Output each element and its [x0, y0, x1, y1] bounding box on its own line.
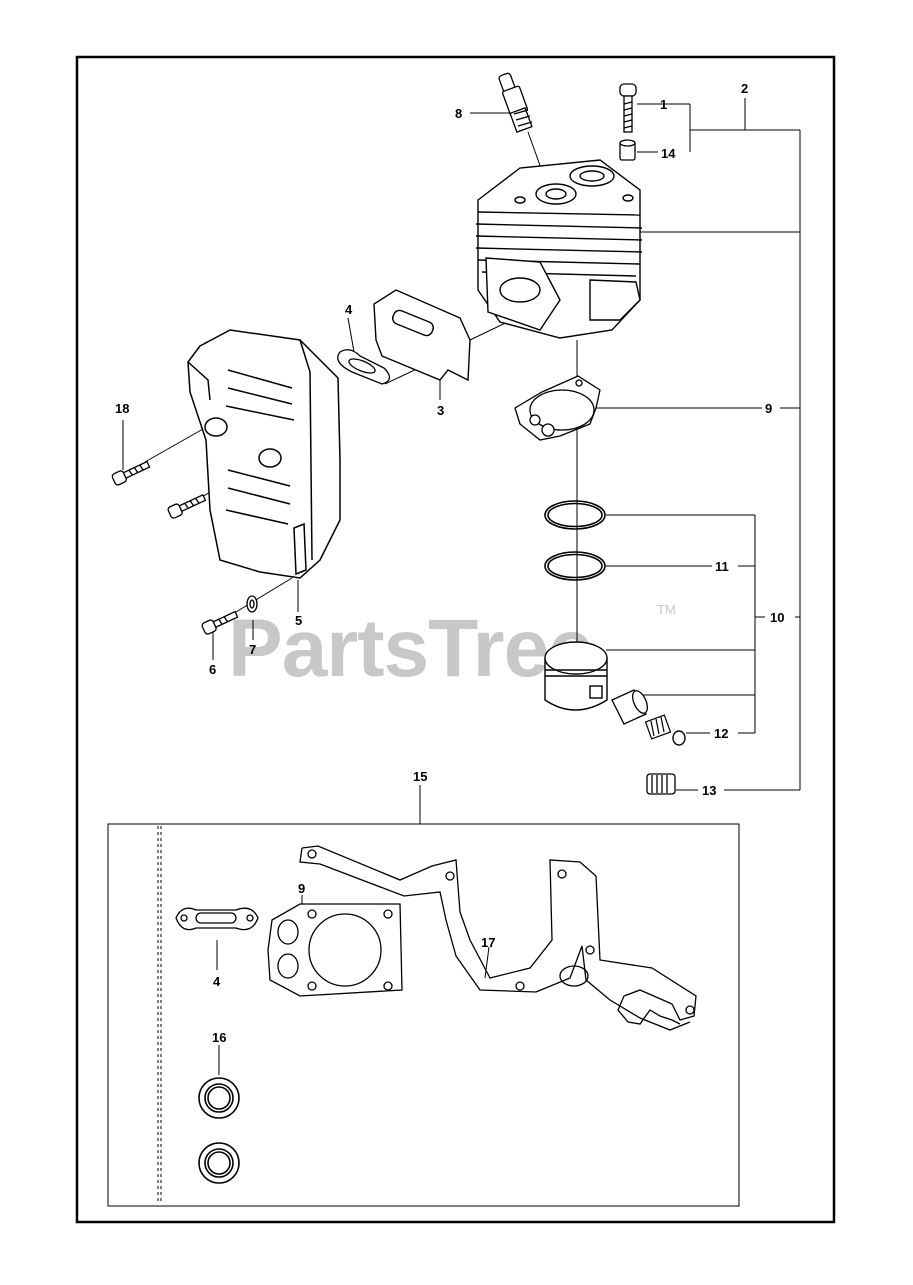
callout-6: 6	[209, 662, 216, 677]
piston-pin	[611, 689, 648, 725]
callouts: 1 2 3 4 5 6 7 8 9 10 11 12 13 14 15 16 1…	[115, 81, 784, 1045]
big-end-bearing	[646, 773, 676, 795]
callout-10: 10	[770, 610, 784, 625]
watermark: PartsTree TM	[228, 602, 676, 694]
cylinder	[475, 159, 643, 339]
cylinder-base-gasket	[514, 375, 601, 441]
watermark-text: PartsTree	[228, 603, 593, 694]
kit-exhaust-gasket	[175, 907, 259, 931]
callout-4: 4	[345, 302, 353, 317]
callout-15: 15	[413, 769, 427, 784]
muffler-bolts	[111, 460, 207, 519]
kit-cylinder-gasket	[267, 903, 403, 997]
callout-5: 5	[295, 613, 302, 628]
gasket-kit-box	[107, 823, 740, 1207]
small-end-bearing	[644, 714, 672, 740]
callout-11: 11	[715, 559, 729, 574]
callout-4-kit: 4	[213, 974, 221, 989]
piston	[544, 641, 608, 711]
callout-7: 7	[249, 642, 256, 657]
kit-crankcase-gasket	[299, 845, 697, 1031]
callout-1: 1	[660, 97, 667, 112]
piston-circlip	[672, 730, 686, 746]
callout-9: 9	[765, 401, 772, 416]
muffler-washer	[246, 595, 258, 613]
bolt-bushing	[619, 139, 636, 161]
callout-2: 2	[741, 81, 748, 96]
callout-8: 8	[455, 106, 462, 121]
outer-frame	[75, 55, 836, 1224]
muffler	[187, 329, 341, 579]
callout-3: 3	[437, 403, 444, 418]
callout-13: 13	[702, 783, 716, 798]
callout-18: 18	[115, 401, 129, 416]
piston-rings	[544, 500, 606, 581]
muffler-screw	[201, 610, 239, 635]
callout-12: 12	[714, 726, 728, 741]
muffler-shield	[373, 289, 471, 382]
spark-plug	[498, 72, 533, 133]
callout-17: 17	[481, 935, 495, 950]
callout-9-kit: 9	[298, 881, 305, 896]
exhaust-gasket	[337, 349, 391, 385]
cylinder-bolt	[619, 83, 637, 133]
callout-14: 14	[661, 146, 676, 161]
watermark-trademark: TM	[657, 602, 676, 617]
callout-16: 16	[212, 1030, 226, 1045]
kit-crankshaft-seals	[198, 1077, 240, 1184]
